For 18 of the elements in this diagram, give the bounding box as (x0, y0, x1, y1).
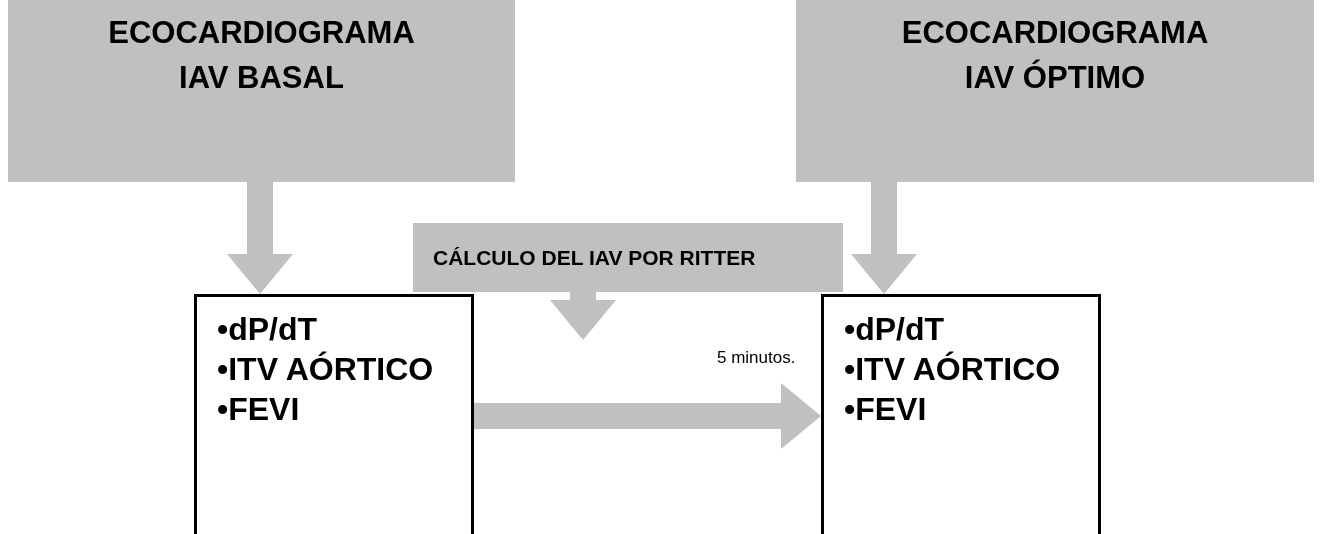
list-item: •FEVI (844, 390, 928, 429)
box-title: ECOCARDIOGRAMA IAV BASAL (107, 14, 416, 97)
process-bar (413, 223, 843, 292)
block-arrow (550, 292, 616, 340)
list-item: •dP/dT (217, 310, 319, 349)
header-box (8, 0, 515, 182)
block-arrow (227, 182, 293, 294)
list-item: •ITV AÓRTICO (217, 350, 435, 389)
list-item: •ITV AÓRTICO (844, 350, 1062, 389)
block-arrow (474, 383, 821, 449)
bar-label: CÁLCULO DEL IAV POR RITTER (433, 245, 756, 270)
block-arrow (851, 182, 917, 294)
parameter-box (821, 294, 1101, 534)
list-item: •dP/dT (844, 310, 946, 349)
box-title: ECOCARDIOGRAMA IAV ÓPTIMO (900, 14, 1210, 97)
parameter-box (194, 294, 474, 534)
list-item: •FEVI (217, 390, 301, 429)
header-box (796, 0, 1314, 182)
